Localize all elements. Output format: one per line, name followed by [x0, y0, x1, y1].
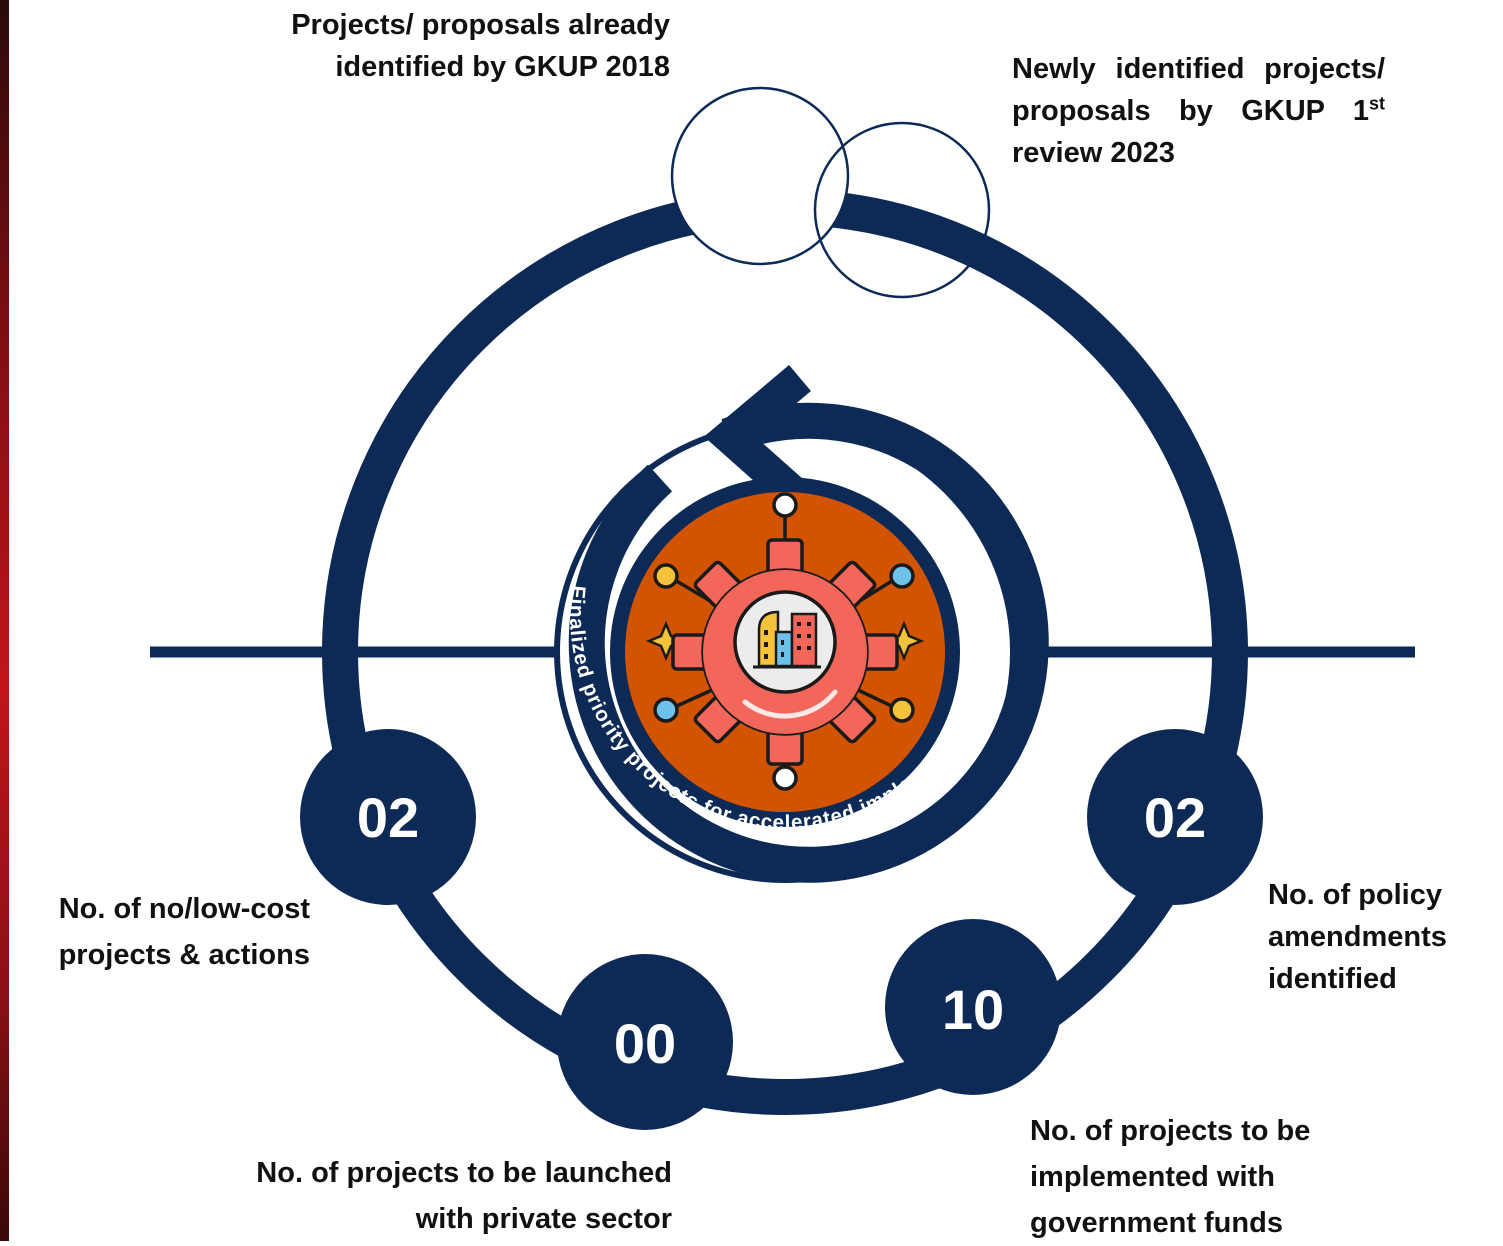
side-accent-strip: [0, 0, 9, 1241]
metric-value-policy: 02: [1143, 786, 1207, 849]
metric-label-policy: No. of policy amendments identified: [1268, 879, 1447, 995]
metric-value-government: 10: [941, 978, 1005, 1041]
metric-label-low-cost: No. of no/low-cost projects & actions: [58, 893, 310, 971]
metric-value-low-cost: 02: [356, 786, 420, 849]
metric-label-private: No. of projects to be launched with priv…: [256, 1157, 672, 1235]
metric-value-private: 00: [613, 1012, 677, 1075]
metric-circle-policy: [1087, 729, 1263, 905]
new-projects-label-tail: review 2023: [1012, 137, 1175, 169]
existing-projects-label: Projects/ proposals already identified b…: [291, 9, 670, 83]
metric-label-government: No. of projects to be implemented with g…: [1030, 1115, 1311, 1239]
metric-circle-private: [557, 954, 733, 1130]
metric-circle-government: [885, 919, 1061, 1095]
new-projects-label-sup: st: [1368, 93, 1385, 114]
buildings-icon: [753, 610, 821, 669]
venn-circle-existing: [670, 86, 850, 266]
venn-circle-new: [813, 121, 991, 299]
metric-circle-low-cost: [300, 729, 476, 905]
new-projects-label: Newly identified projects/ proposals by …: [1012, 48, 1385, 174]
venn-circles: [670, 86, 991, 299]
new-projects-label-text: Newly identified projects/ proposals by …: [1012, 53, 1385, 127]
